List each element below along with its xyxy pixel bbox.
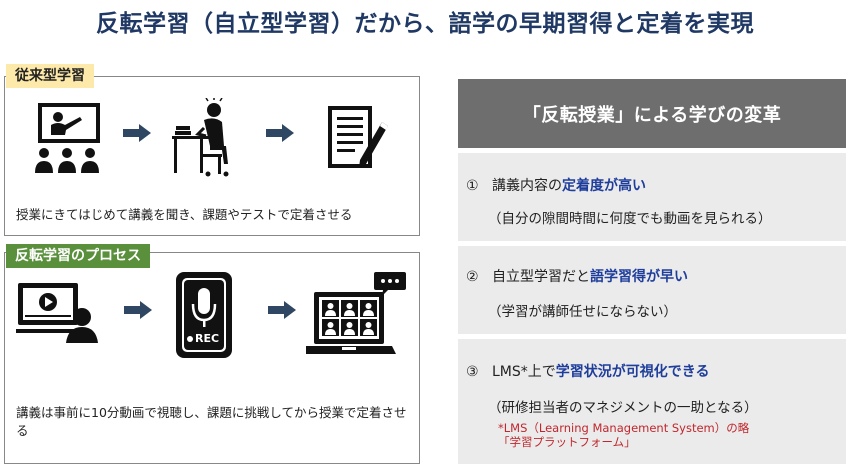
lms-note-line2: 「学習プラットフォーム」 (498, 435, 636, 449)
teacher-lecture-icon (35, 103, 100, 173)
item-highlight: 学習状況が可視化できる (555, 364, 710, 380)
change-item-1: ① 講義内容の定着度が高い （自分の隙間時間に何度でも動画を見られる） (458, 153, 846, 241)
item-sub: （学習が講師任せにならない） (488, 304, 677, 320)
arrow-right-icon (124, 301, 152, 319)
arrow-right-icon (268, 301, 296, 319)
microphone-icon (176, 272, 232, 358)
item-sub: （自分の隙間時間に何度でも動画を見られる） (488, 211, 772, 227)
item-text: 講義内容の (492, 178, 562, 194)
arrow-right-icon (266, 124, 294, 142)
rec-label: REC (195, 332, 220, 345)
change-point: ① 講義内容の定着度が高い (466, 175, 646, 195)
item-highlight: 定着度が高い (562, 178, 646, 194)
item-highlight: 語学習得が早い (590, 269, 688, 285)
traditional-caption: 授業にきてはじめて講義を聞き、課題やテストで定着させる (16, 207, 353, 222)
change-point: ② 自立型学習だと語学習得が早い (466, 266, 688, 286)
change-point: ③ LMS*上で学習状況が可視化できる (466, 361, 710, 381)
video-lecture-icon (16, 283, 98, 343)
item-text: 自立型学習だと (492, 269, 590, 285)
flipped-caption: 講義は事前に10分動画で視聴し、課題に挑戦してから授業で定着させる (16, 405, 407, 438)
voice-recorder-icon: REC (174, 270, 234, 360)
flipped-tag: 反転学習のプロセス (6, 244, 150, 268)
item-number: ② (466, 269, 479, 285)
online-meeting-icon (306, 272, 406, 354)
student-studying-icon (172, 98, 229, 177)
traditional-tag: 従来型学習 (6, 64, 94, 88)
test-paper-icon (328, 106, 388, 168)
lms-note: *LMS（Learning Management System）の略 (498, 421, 750, 435)
changes-header: 「反転授業」による学びの変革 (458, 79, 846, 148)
arrow-right-icon (123, 124, 151, 142)
item-text: LMS*上で (492, 364, 556, 380)
change-item-2: ② 自立型学習だと語学習得が早い （学習が講師任せにならない） (458, 246, 846, 334)
item-number: ③ (466, 364, 479, 380)
item-sub: （研修担当者のマネジメントの一助となる） (488, 400, 758, 416)
page-title: 反転学習（自立型学習）だから、語学の早期習得と定着を実現 (96, 11, 754, 37)
item-number: ① (466, 178, 479, 194)
